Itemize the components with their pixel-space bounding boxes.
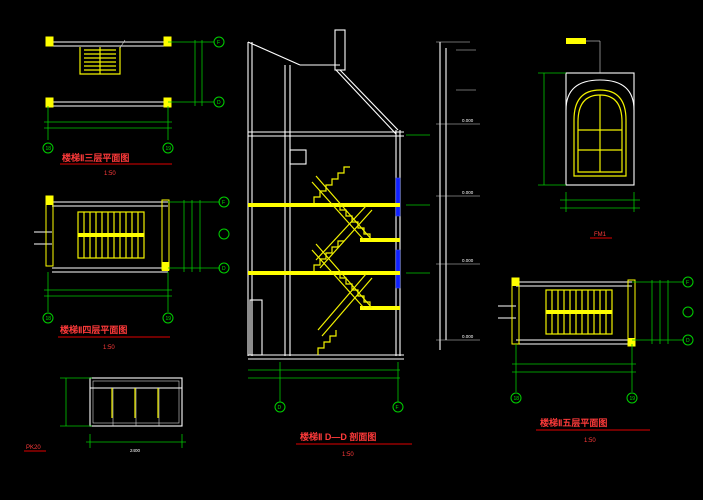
axis-bubble-f3: F <box>686 280 689 286</box>
plan-mid-title: 楼梯Ⅱ四层平面图 <box>60 324 127 335</box>
svg-text:0.000: 0.000 <box>462 334 474 339</box>
axis-bubble-19b: 19 <box>166 316 172 322</box>
axis-bubble-18b: 18 <box>46 316 52 322</box>
section-title: 楼梯Ⅱ D—D 剖面图 <box>300 431 376 442</box>
axis-bubble-d: D <box>217 100 221 106</box>
axis-bubble-d3: D <box>686 338 690 344</box>
axis-bubble-sec-f: F <box>396 405 399 411</box>
plan-right-scale: 1:50 <box>584 438 596 444</box>
elevation-dimension-column: 0.000 0.000 0.000 0.000 <box>436 41 480 350</box>
axis-bubble-sec-d: D <box>278 405 282 411</box>
axis-bubble-f2: F <box>222 200 225 206</box>
axis-bubble-f: F <box>217 40 220 46</box>
plan-top-stair: 18 19 F D 楼梯Ⅱ三层平面图 1:50 <box>42 36 225 177</box>
door-label: FM1 <box>594 232 607 238</box>
window-elevation: 2400 PK20 <box>24 377 186 453</box>
plan-top-scale: 1:50 <box>104 171 116 177</box>
window-label: PK20 <box>26 445 41 451</box>
plan-right-stair: 18 19 F D 楼梯Ⅱ五层平面图 1:50 <box>498 276 694 444</box>
plan-mid-scale: 1:50 <box>103 345 115 351</box>
section-scale: 1:50 <box>342 452 354 458</box>
svg-text:0.000: 0.000 <box>462 190 474 195</box>
axis-bubble-19c: 19 <box>630 396 636 402</box>
axis-bubble-18c: 18 <box>514 396 520 402</box>
svg-text:2400: 2400 <box>130 448 141 453</box>
plan-right-title: 楼梯Ⅱ五层平面图 <box>540 417 607 428</box>
plan-mid-stair: 18 19 F D 楼梯Ⅱ四层平面图 1:50 <box>34 195 230 351</box>
axis-bubble-19: 19 <box>166 146 172 152</box>
axis-bubble-d2: D <box>222 266 226 272</box>
svg-text:0.000: 0.000 <box>462 118 474 123</box>
svg-text:0.000: 0.000 <box>462 258 474 263</box>
axis-bubble-18: 18 <box>46 146 52 152</box>
plan-top-title: 楼梯Ⅱ三层平面图 <box>62 152 129 163</box>
section-d-d: D F 楼梯Ⅱ D—D 剖面图 1:50 <box>247 29 430 458</box>
door-elevation: FM1 <box>538 38 640 239</box>
